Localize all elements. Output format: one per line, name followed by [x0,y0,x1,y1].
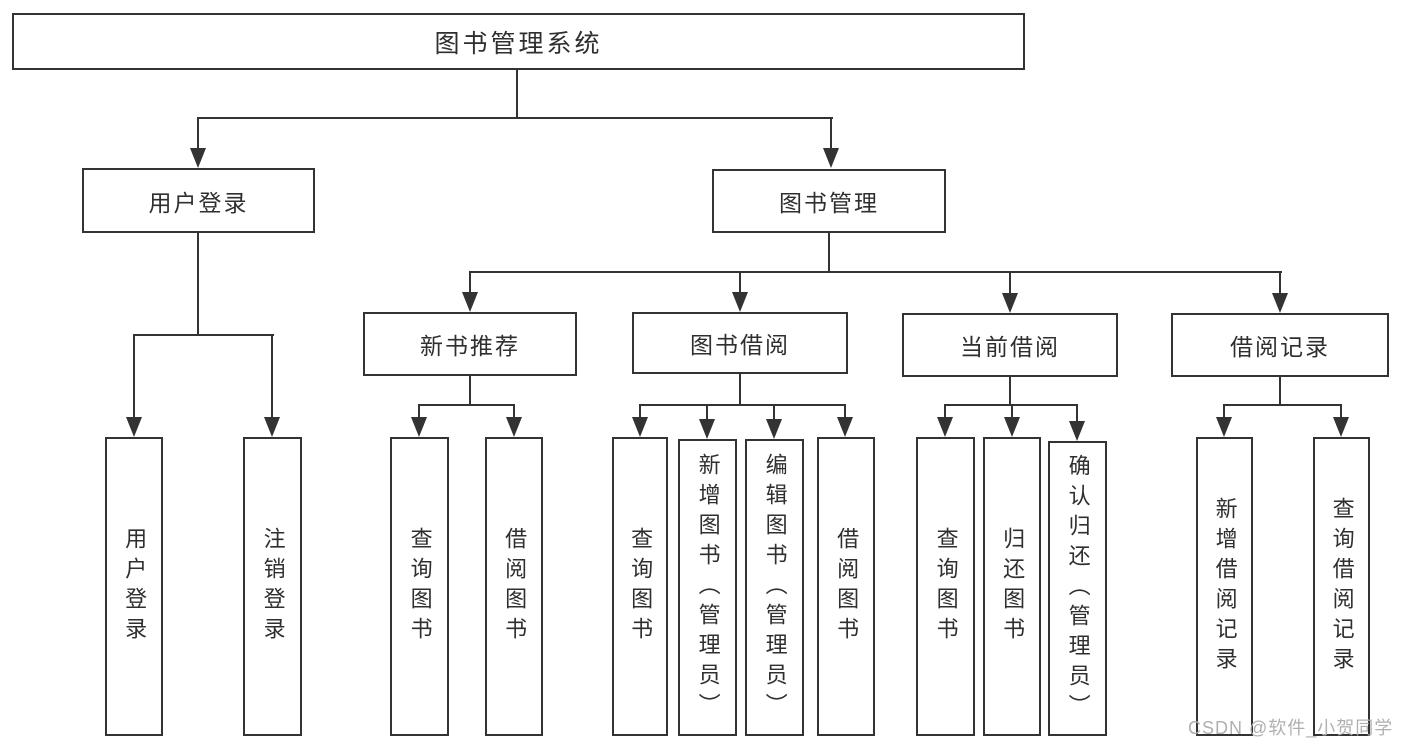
node-label: 借阅记录 [1230,334,1330,360]
connector-line [1223,404,1342,406]
leaf-return-books: 归还图书 [983,437,1041,736]
arrowhead-icon [506,417,522,437]
arrowhead-icon [126,417,142,437]
arrowhead-icon [1333,417,1349,437]
leaf-user-login: 用户登录 [105,437,163,736]
arrowhead-icon [462,292,478,312]
leaf-borrow-books-recommend: 借阅图书 [485,437,543,736]
node-label: 查询图书 [628,526,654,647]
connector-line [513,405,515,419]
arrowhead-icon [1004,417,1020,437]
arrowhead-icon [190,148,206,168]
node-label: 借阅图书 [834,526,860,647]
arrowhead-icon [632,417,648,437]
arrowhead-icon [1069,421,1085,441]
node-label: 用户登录 [148,189,249,216]
arrowhead-icon [264,417,280,437]
connector-line [197,233,199,336]
leaf-edit-books-admin: 编辑图书（管理员） [745,439,804,736]
arrowhead-icon [732,292,748,312]
node-label: 确认归还（管理员） [1065,453,1091,724]
leaf-add-borrow-record: 新增借阅记录 [1196,437,1253,736]
arrowhead-icon [411,417,427,437]
connector-line [469,271,1282,273]
connector-line [639,404,846,406]
connector-line [639,405,641,419]
connector-line [1009,272,1011,294]
connector-line [1340,405,1342,419]
connector-line [1076,405,1078,422]
arrowhead-icon [699,419,715,439]
connector-line [1279,272,1281,294]
node-borrowing-records: 借阅记录 [1171,313,1389,377]
connector-line [739,374,741,405]
node-label: 图书借阅 [690,332,790,358]
connector-line [418,404,515,406]
node-label: 注销登录 [260,526,286,647]
connector-line [418,405,420,419]
node-user-login-branch: 用户登录 [82,168,315,233]
connector-line [516,70,518,119]
leaf-logout: 注销登录 [243,437,302,736]
connector-line [271,335,273,417]
leaf-query-borrow-record: 查询借阅记录 [1313,437,1370,736]
connector-line [133,334,274,336]
node-label: 查询图书 [933,526,959,647]
node-root: 图书管理系统 [12,13,1025,70]
node-current-borrowing: 当前借阅 [902,313,1118,377]
connector-line [773,405,775,419]
node-new-book-recommend: 新书推荐 [363,312,577,376]
node-label: 借阅图书 [502,526,528,647]
connector-line [469,272,471,294]
node-label: 查询图书 [407,526,433,647]
connector-line [739,272,741,294]
leaf-query-books-recommend: 查询图书 [390,437,449,736]
connector-line [830,118,832,164]
arrowhead-icon [837,417,853,437]
connector-line [706,405,708,419]
connector-line [944,405,946,419]
arrowhead-icon [1216,417,1232,437]
node-label: 图书管理系统 [434,29,603,58]
node-label: 归还图书 [1000,526,1026,647]
connector-line [1279,377,1281,405]
connector-line [1011,405,1013,419]
leaf-confirm-return-admin: 确认归还（管理员） [1048,441,1107,736]
leaf-add-books-admin: 新增图书（管理员） [678,439,737,736]
node-label: 新增借阅记录 [1212,496,1238,677]
arrowhead-icon [937,417,953,437]
connector-line [1223,405,1225,419]
arrowhead-icon [1002,293,1018,313]
connector-line [197,117,833,119]
node-label: 图书管理 [779,190,879,216]
node-label: 编辑图书（管理员） [762,452,788,723]
node-label: 新书推荐 [420,333,520,359]
watermark: CSDN @软件_小贺同学 [1188,718,1394,738]
connector-line [844,405,846,419]
leaf-query-books-current: 查询图书 [916,437,975,736]
node-label: 查询借阅记录 [1329,496,1355,677]
node-book-management: 图书管理 [712,169,946,233]
connector-line [469,376,471,405]
leaf-query-books-borrowing: 查询图书 [612,437,668,736]
node-label: 新增图书（管理员） [695,452,721,723]
node-label: 当前借阅 [960,334,1060,360]
arrowhead-icon [823,148,839,168]
node-book-borrowing: 图书借阅 [632,312,848,374]
leaf-borrow-books-borrowing: 借阅图书 [817,437,875,736]
connector-line [133,335,135,417]
arrowhead-icon [766,419,782,439]
connector-line [1009,377,1011,405]
connector-line [197,118,199,164]
connector-line [828,233,830,272]
arrowhead-icon [1272,293,1288,313]
node-label: 用户登录 [122,526,148,647]
